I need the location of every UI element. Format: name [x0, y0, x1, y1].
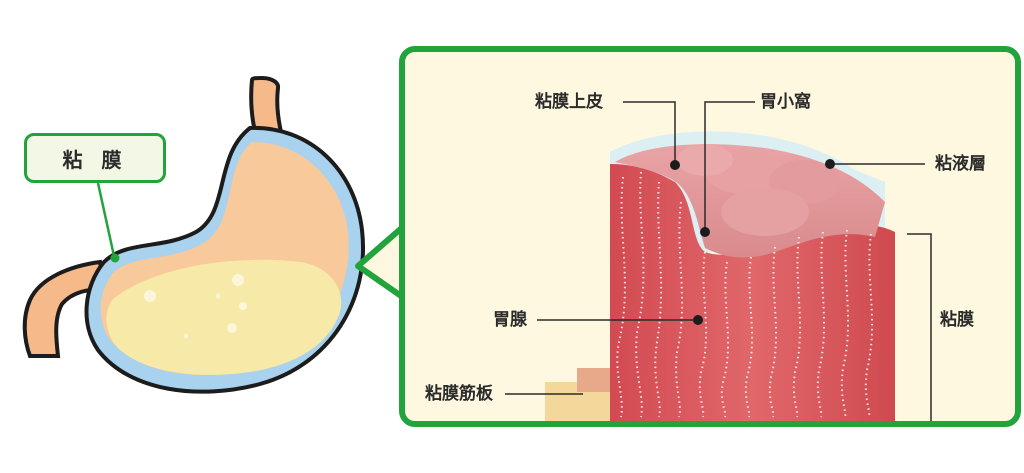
bubble [144, 290, 156, 302]
label-gastric-pit: 胃小窩 [760, 92, 811, 112]
epithelium-dot [670, 160, 680, 170]
detail-callout: 粘膜上皮 胃小窩 粘液層 胃腺 粘膜 粘膜筋板 [399, 46, 1021, 427]
stomach-illustration [22, 75, 365, 394]
stomach-content [106, 259, 342, 375]
mucus-layer-dot [825, 159, 835, 169]
bubble [239, 302, 247, 310]
tissue-illustration [505, 101, 932, 421]
gastric-gland-lines [616, 171, 874, 418]
label-leader-line [96, 182, 116, 257]
label-leader-dot [110, 253, 120, 263]
gastric-gland-dot [693, 315, 703, 325]
bubble [215, 293, 221, 299]
label-epithelium: 粘膜上皮 [535, 92, 603, 112]
bubble [184, 334, 188, 338]
mucosa-label: 粘 膜 [62, 147, 128, 172]
duodenum-part [22, 259, 108, 358]
label-mucosa: 粘膜 [940, 310, 974, 330]
surface-lump [721, 188, 809, 236]
esophagus-part [249, 75, 285, 138]
label-gastric-gland: 胃腺 [493, 310, 527, 330]
gastric-pit-dot [700, 227, 710, 237]
bubble [227, 323, 237, 333]
label-muscularis-mucosae: 粘膜筋板 [425, 384, 493, 404]
bubble [232, 274, 244, 286]
leader-lines [505, 101, 932, 421]
mucosa-label-box: 粘 膜 [24, 133, 166, 183]
label-mucus-layer: 粘液層 [935, 154, 986, 174]
